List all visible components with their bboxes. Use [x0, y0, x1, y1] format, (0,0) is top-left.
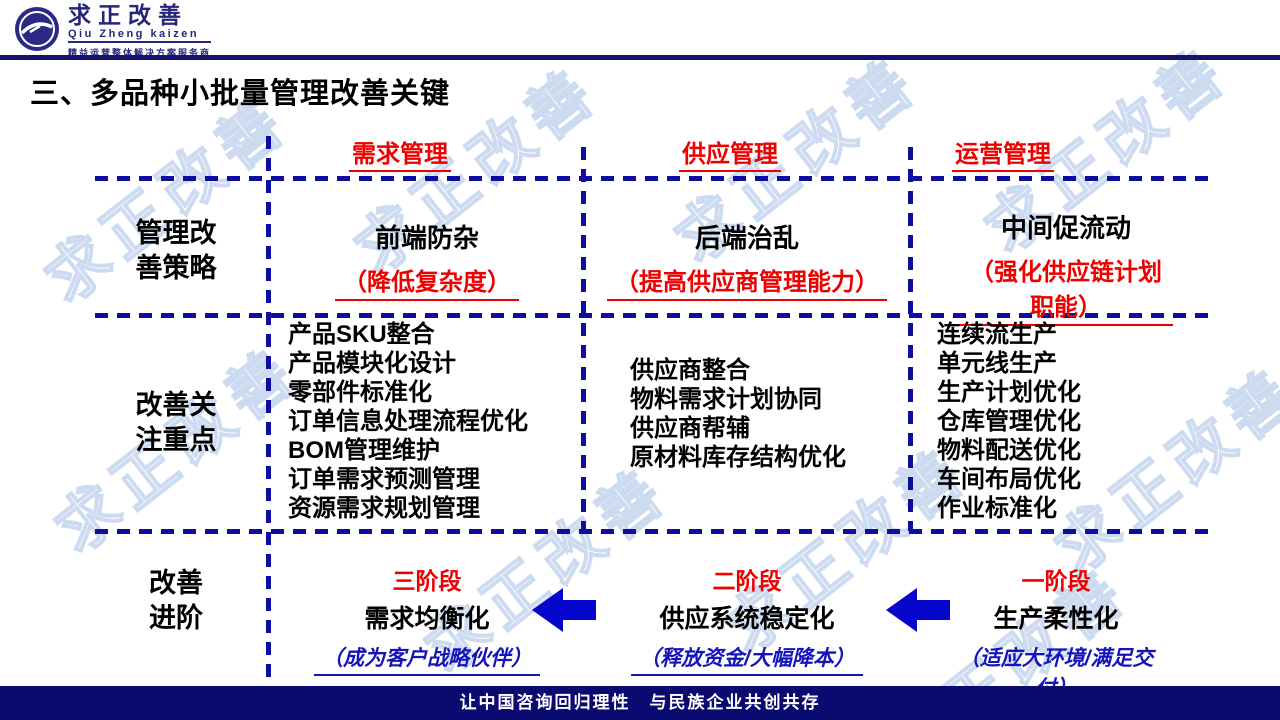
row-label-focus-line1: 改善关	[135, 390, 217, 420]
stage-main: 生产柔性化	[993, 605, 1119, 633]
logo-tagline: 精益运营整体解决方案服务商	[68, 48, 212, 58]
strategy-cell-operation: 中间促流动 （强化供应链计划职能）	[959, 208, 1173, 326]
column-header-demand: 需求管理	[349, 134, 451, 172]
arrow-head	[532, 588, 563, 632]
column-header-supply: 供应管理	[679, 134, 781, 172]
focus-list-supply: 供应商整合 物料需求计划协同 供应商帮辅 原材料库存结构优化	[630, 356, 846, 472]
focus-item: 物料需求计划协同	[630, 386, 822, 413]
stage-sub: （成为客户战略伙伴）	[314, 642, 540, 676]
focus-item: 原材料库存结构优化	[630, 444, 846, 471]
logo-icon	[15, 7, 59, 51]
page-title: 三、多品种小批量管理改善关键	[30, 78, 451, 110]
arrow-shaft	[916, 600, 950, 620]
left-arrow-icon	[886, 588, 950, 632]
focus-item: 车间布局优化	[937, 466, 1081, 493]
focus-list-operation: 连续流生产 单元线生产 生产计划优化 仓库管理优化 物料配送优化 车间布局优化 …	[937, 320, 1081, 523]
strategy-sub: （强化供应链计划职能）	[959, 252, 1173, 326]
focus-item: 单元线生产	[937, 350, 1057, 377]
footer-slogan: 让中国咨询回归理性 与民族企业共创共存	[0, 686, 1280, 720]
row-label-focus-line2: 注重点	[135, 425, 217, 455]
strategy-main: 前端防杂	[374, 223, 479, 253]
left-arrow-icon	[532, 588, 596, 632]
row-label-stages: 改善 进阶	[149, 566, 203, 636]
stage-cell-1: 一阶段 生产柔性化 （适应大环境/满足交付）	[944, 562, 1168, 706]
row-label-strategy-line2: 善策略	[135, 253, 217, 283]
stage-main: 供应系统稳定化	[659, 605, 835, 633]
focus-item: 生产计划优化	[937, 379, 1081, 406]
logo-latin-name: Qiu Zheng kaizen	[68, 28, 212, 43]
row-label-strategy-line1: 管理改	[135, 218, 217, 248]
stage-phase: 二阶段	[712, 568, 782, 594]
dashed-divider-vertical-1	[266, 136, 271, 686]
focus-item: 订单信息处理流程优化	[288, 408, 528, 435]
dashed-divider-horizontal-1	[95, 176, 1217, 181]
row-label-strategy: 管理改 善策略	[136, 216, 217, 286]
logo-name: 求正改善	[68, 2, 188, 28]
column-header-operation: 运营管理	[952, 134, 1054, 172]
focus-list-demand: 产品SKU整合 产品模块化设计 零部件标准化 订单信息处理流程优化 BOM管理维…	[288, 320, 528, 523]
arrow-head	[886, 588, 917, 632]
stage-phase: 一阶段	[1021, 568, 1091, 594]
dashed-divider-vertical-2	[581, 147, 586, 531]
focus-item: BOM管理维护	[288, 437, 440, 464]
row-label-stages-line2: 进阶	[149, 603, 203, 633]
dashed-divider-vertical-3	[908, 147, 913, 531]
row-label-stages-line1: 改善	[149, 568, 203, 598]
stage-main: 需求均衡化	[364, 605, 490, 633]
focus-item: 资源需求规划管理	[288, 495, 480, 522]
stage-cell-3: 三阶段 需求均衡化 （成为客户战略伙伴）	[314, 562, 540, 676]
focus-item: 零部件标准化	[288, 379, 432, 406]
dashed-divider-horizontal-3	[95, 529, 1217, 534]
focus-item: 物料配送优化	[937, 437, 1081, 464]
focus-item: 产品模块化设计	[288, 350, 456, 377]
strategy-sub: （降低复杂度）	[335, 262, 519, 301]
focus-item: 供应商整合	[630, 357, 750, 384]
arrow-shaft	[562, 600, 596, 620]
focus-item: 订单需求预测管理	[288, 466, 480, 493]
strategy-main: 中间促流动	[1000, 213, 1131, 243]
strategy-cell-supply: 后端治乱 （提高供应商管理能力）	[607, 218, 887, 301]
focus-item: 产品SKU整合	[288, 321, 435, 348]
focus-item: 仓库管理优化	[937, 408, 1081, 435]
strategy-cell-demand: 前端防杂 （降低复杂度）	[335, 218, 519, 301]
focus-item: 供应商帮辅	[630, 415, 750, 442]
header-rule	[0, 55, 1280, 60]
dashed-divider-horizontal-2	[95, 313, 1217, 318]
strategy-sub: （提高供应商管理能力）	[607, 262, 887, 301]
stage-cell-2: 二阶段 供应系统稳定化 （释放资金/大幅降本）	[631, 562, 863, 676]
stage-phase: 三阶段	[392, 568, 462, 594]
logo: 求正改善 Qiu Zheng kaizen 精益运营整体解决方案服务商	[14, 2, 212, 59]
row-label-focus: 改善关 注重点	[136, 388, 217, 458]
focus-item: 作业标准化	[937, 495, 1057, 522]
strategy-main: 后端治乱	[694, 223, 799, 253]
focus-item: 连续流生产	[937, 321, 1057, 348]
stage-sub: （释放资金/大幅降本）	[631, 642, 863, 676]
